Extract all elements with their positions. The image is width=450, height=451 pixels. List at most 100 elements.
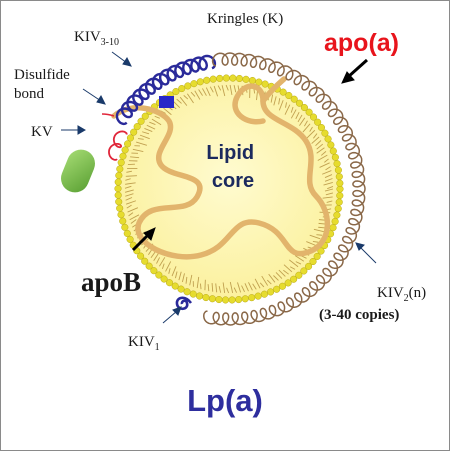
phospholipid-bead <box>114 191 122 199</box>
phospholipid-bead <box>116 204 124 212</box>
lipid-tail <box>325 166 331 171</box>
phospholipid-bead <box>300 104 308 112</box>
phospholipid-bead <box>114 178 122 186</box>
lipid-tail <box>233 287 238 293</box>
phospholipid-bead <box>321 129 329 137</box>
phospholipid-bead <box>208 295 216 303</box>
lipid-tail <box>295 111 300 120</box>
phospholipid-bead <box>260 290 268 298</box>
lipid-tail <box>278 98 281 105</box>
lipid-tail <box>129 214 140 221</box>
lipid-tail <box>290 109 297 119</box>
lipid-tail <box>226 287 230 294</box>
lipid-tail <box>125 197 133 201</box>
phospholipid-bead <box>229 74 237 82</box>
apob-label: apoB <box>81 267 141 297</box>
lipid-tail <box>124 189 134 193</box>
lipid-tail <box>323 182 333 186</box>
lipid-tail <box>132 148 144 152</box>
lipid-tail <box>194 90 201 100</box>
phospholipid-bead <box>117 211 125 219</box>
phospholipid-bead <box>335 198 343 206</box>
phospholipid-bead <box>331 153 339 161</box>
lipid-tail <box>283 269 289 275</box>
phospholipid-bead <box>172 87 180 96</box>
apoa-kringle-chain <box>101 52 366 326</box>
phospholipid-bead <box>290 95 298 103</box>
phospholipid-bead <box>155 271 163 279</box>
phospholipid-bead <box>209 75 217 83</box>
lipid-tail <box>171 266 177 277</box>
phospholipid-bead <box>309 257 317 266</box>
lipid-tail <box>317 154 328 161</box>
lipid-tail <box>202 88 207 96</box>
lipid-tail <box>211 283 214 292</box>
lipid-tail <box>125 178 131 181</box>
lipid-tail <box>185 276 188 284</box>
lipid-tail <box>306 129 316 139</box>
kv-coil <box>108 130 128 161</box>
lipid-tail <box>318 226 326 229</box>
lipid-tail <box>205 87 211 97</box>
phospholipid-bead <box>335 173 343 181</box>
lipid-tail <box>270 94 274 103</box>
phospholipid-bead <box>116 165 124 173</box>
lipid-tail <box>217 85 222 91</box>
lipid-tail <box>222 282 226 293</box>
disulfide-label: Disulfide bond <box>14 67 74 102</box>
lipid-tail <box>126 204 132 209</box>
phospholipid-bead <box>309 113 318 121</box>
lipid-tail <box>178 271 182 281</box>
phospholipid-bead <box>284 279 292 287</box>
phospholipid-bead <box>215 295 223 304</box>
lipid-tail <box>176 98 182 104</box>
phospholipid-bead <box>137 252 145 260</box>
arrow-kiv2-icon <box>355 242 377 264</box>
phospholipid-bead <box>305 108 313 116</box>
arrow-apoa-icon <box>341 58 369 84</box>
lipid-tail <box>151 118 162 126</box>
lipid-tail <box>312 240 319 243</box>
phospholipid-bead <box>184 82 192 90</box>
lipid-tail <box>324 188 334 192</box>
lipid-tail <box>162 263 165 270</box>
lipid-tail <box>320 151 327 156</box>
lipid-line1: Lipid <box>206 142 254 164</box>
lipid-tail <box>165 261 172 272</box>
lipid-tail <box>299 117 306 126</box>
lipid-tail <box>126 170 132 173</box>
lipid-tail <box>309 234 321 240</box>
lipid-tail <box>289 259 299 268</box>
phospholipid-bead <box>121 223 129 231</box>
disulfide-link <box>101 113 115 117</box>
lipid-tail <box>237 282 242 293</box>
lipid-tail <box>196 276 200 289</box>
phospholipid-bead <box>235 296 243 304</box>
lipid-tail <box>248 282 253 291</box>
lipid-tail <box>233 85 237 93</box>
lipid-tail <box>294 255 305 262</box>
lipid-tail <box>254 278 261 289</box>
phospholipid-bead <box>314 118 322 126</box>
phospholipid-bead <box>290 275 298 283</box>
lipid-tail <box>125 175 137 177</box>
phospholipid-bead <box>305 262 313 270</box>
lipid-tail <box>153 253 159 261</box>
phospholipid-bead <box>324 135 332 143</box>
lipid-core-label: Lipid core <box>206 142 259 192</box>
phospholipid-bead <box>222 74 230 82</box>
phospholipid-bead <box>150 267 158 275</box>
lipid-tail <box>198 89 203 96</box>
lipid-tail <box>156 257 160 264</box>
phospholipid-bead <box>279 88 287 96</box>
lipid-tail <box>316 234 323 236</box>
phospholipid-bead <box>202 294 210 302</box>
lipid-tail <box>244 283 249 292</box>
lipid-tail <box>144 128 153 133</box>
kiv310-sub: 3-10 <box>101 37 119 48</box>
lipid-tail <box>306 241 317 247</box>
lipid-tail <box>322 170 332 175</box>
kiv1-coil <box>175 296 193 311</box>
lipid-tail <box>326 200 333 203</box>
phospholipid-bead <box>329 224 337 232</box>
